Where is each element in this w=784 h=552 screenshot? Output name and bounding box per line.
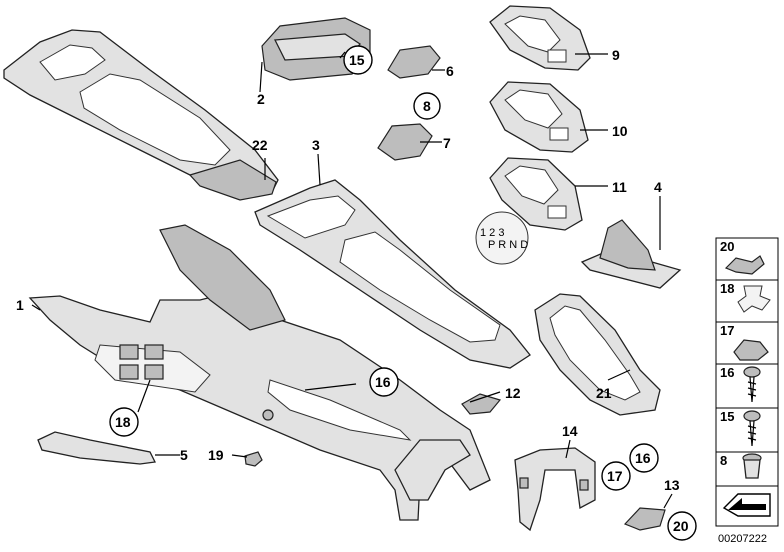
callout-labels: 1 2 3 4 5 6 7 9 10 11 12 13 14 19 21 22 …	[16, 45, 697, 541]
callout-16-bracket: 16	[635, 450, 651, 466]
callout-3: 3	[312, 137, 320, 153]
armrest-pad-part	[37, 431, 156, 465]
legend-label-20: 20	[720, 239, 734, 254]
leader-lines	[31, 51, 673, 509]
shifter-trim-11-part	[489, 157, 583, 231]
expanding-clip-icon	[737, 285, 771, 313]
callout-15: 15	[349, 52, 365, 68]
callout-13: 13	[664, 477, 680, 493]
small-cover-part	[623, 507, 666, 531]
callout-20: 20	[673, 518, 689, 534]
callout-7: 7	[443, 135, 451, 151]
gear-indicator-part: 1 2 3 P R N D	[475, 211, 529, 265]
legend-label-17: 17	[720, 323, 734, 338]
callout-18: 18	[115, 414, 131, 430]
trim-strip-part	[3, 29, 279, 201]
switch-part	[387, 45, 441, 79]
hex-screw-icon	[743, 366, 761, 403]
legend-label-15: 15	[720, 409, 734, 424]
callout-2: 2	[257, 91, 265, 107]
svg-text:1 2 3: 1 2 3	[480, 227, 504, 239]
document-number: 00207222	[718, 533, 767, 545]
callout-1: 1	[16, 297, 24, 313]
callout-22: 22	[252, 137, 268, 153]
callout-19: 19	[208, 447, 224, 463]
legend-label-8: 8	[720, 453, 727, 468]
clip-nut-icon	[733, 339, 769, 361]
callout-11: 11	[612, 179, 627, 195]
switch-unit-part	[377, 123, 433, 161]
shifter-trim-9-part	[489, 5, 591, 71]
plug-part	[244, 451, 263, 467]
control-unit-part	[261, 17, 371, 81]
callout-16-console: 16	[375, 374, 391, 390]
fastener-legend: 20 18 17 16 15 8	[715, 237, 779, 545]
bracket-part	[514, 447, 596, 532]
legend-label-18: 18	[720, 281, 734, 296]
callout-21: 21	[596, 385, 612, 401]
callout-10: 10	[612, 123, 628, 139]
shift-frame-part	[534, 293, 661, 416]
callout-14: 14	[562, 423, 578, 439]
center-trim-panel-part	[254, 179, 531, 369]
callout-12: 12	[505, 385, 521, 401]
shifter-trim-10-part	[489, 81, 589, 153]
cross-screw-icon	[743, 410, 761, 447]
cover-plate-part	[461, 393, 502, 415]
callout-5: 5	[180, 447, 188, 463]
shift-boot-part	[580, 219, 682, 289]
callout-6: 6	[446, 63, 454, 79]
center-console-part	[28, 224, 491, 521]
legend-label-16: 16	[720, 365, 734, 380]
svg-text:P R N D: P R N D	[488, 239, 528, 251]
callout-17: 17	[607, 468, 623, 484]
callout-8: 8	[423, 98, 431, 114]
speed-nut-icon	[724, 255, 765, 275]
arrow-indicator-icon	[722, 493, 771, 517]
plug-rivet-icon	[742, 453, 762, 479]
callout-9: 9	[612, 47, 620, 63]
callout-4: 4	[654, 179, 662, 195]
